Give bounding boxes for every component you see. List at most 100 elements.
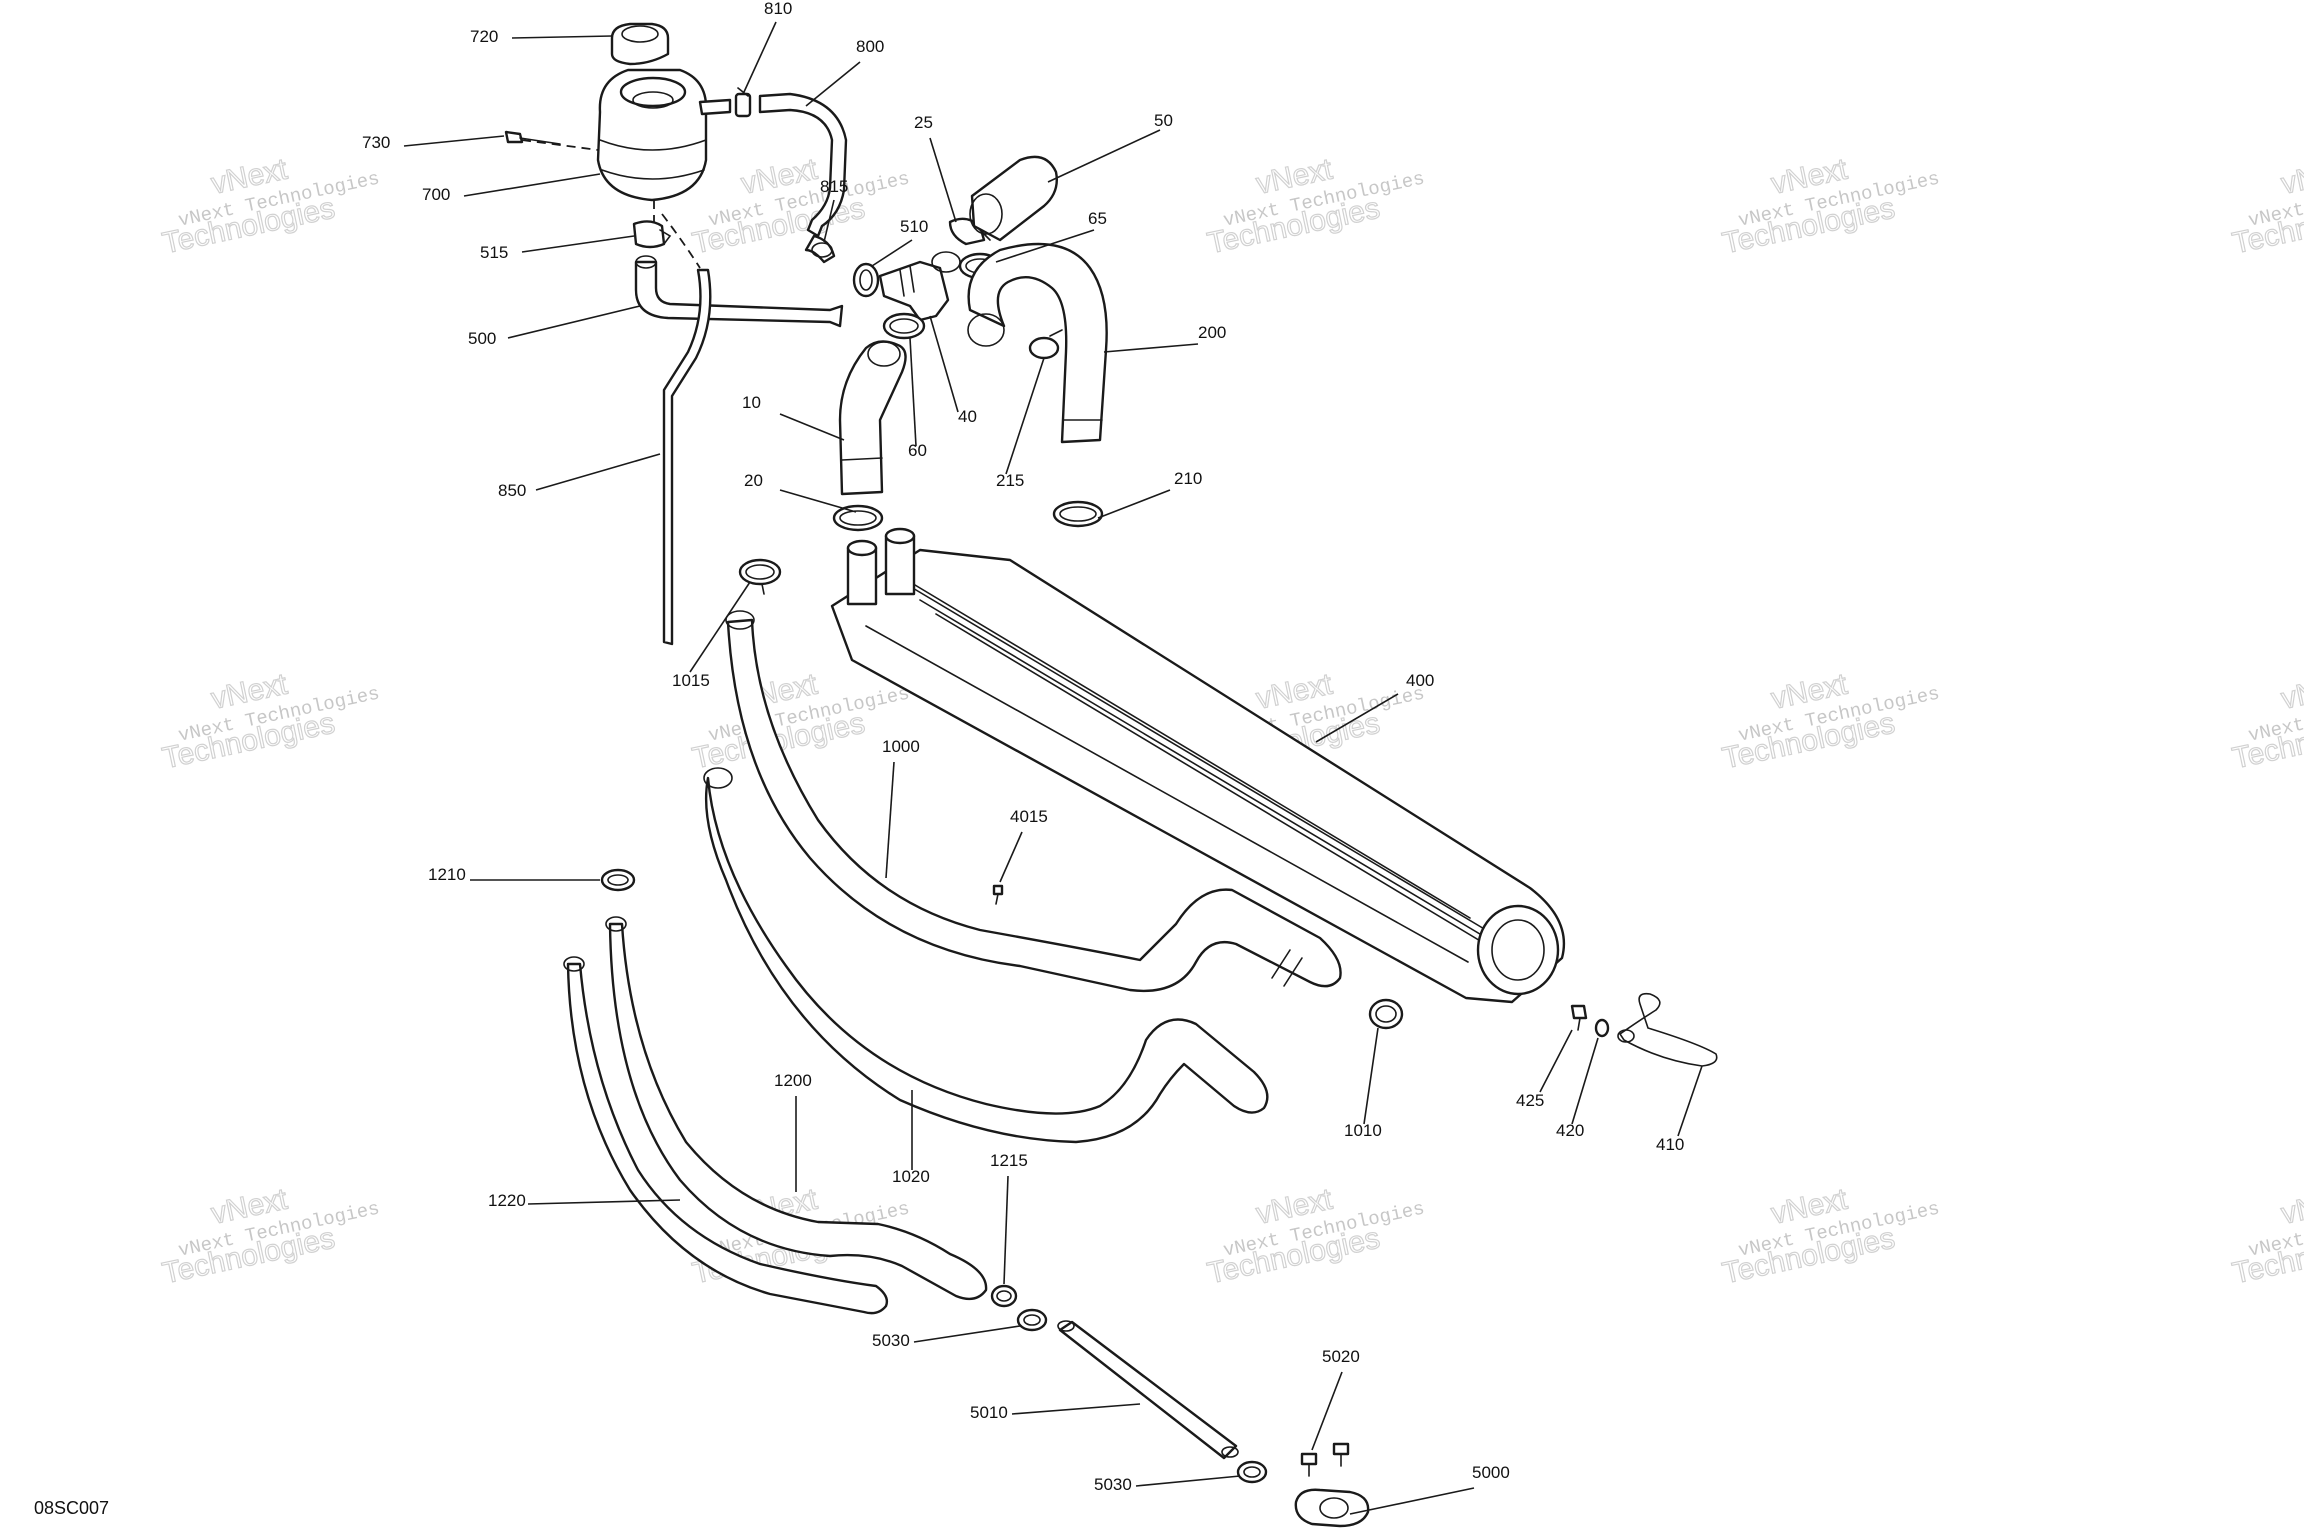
hose-clamp	[1028, 329, 1063, 360]
part-callout-215: 215	[996, 471, 1024, 490]
part-callout-720: 720	[470, 27, 498, 46]
reservoir-cap	[610, 22, 670, 66]
part-callout-210: 210	[1174, 469, 1202, 488]
part-callout-800: 800	[856, 37, 884, 56]
callout-leader-line	[1349, 1487, 1475, 1515]
part-callout-65: 65	[1088, 209, 1107, 228]
part-callout-500: 500	[468, 329, 496, 348]
part-callout-200: 200	[1198, 323, 1226, 342]
part-callout-5020: 5020	[1322, 1347, 1360, 1366]
watermark-text: vNext	[2278, 153, 2304, 201]
hose-clamp	[734, 87, 752, 118]
part-callout-40: 40	[958, 407, 977, 426]
callout-leader-line	[1315, 693, 1399, 743]
bolt	[992, 884, 1004, 905]
callout-leader-line	[805, 61, 861, 107]
hose-clamp	[738, 558, 782, 595]
part-callout-5010: 5010	[970, 1403, 1008, 1422]
coolant-reservoir	[596, 68, 732, 202]
part-callout-5030: 5030	[1094, 1475, 1132, 1494]
figure-code: 08SC007	[34, 1498, 109, 1518]
parts-layer	[504, 22, 1718, 1528]
part-callout-5030: 5030	[872, 1331, 910, 1350]
part-callout-25: 25	[914, 113, 933, 132]
hidden-line	[521, 139, 599, 151]
overflow-tube	[662, 268, 712, 646]
callout-leader-line	[779, 489, 857, 513]
callout-leader-line	[689, 581, 751, 673]
callout-leader-line	[995, 229, 1095, 263]
callout-leader-line	[1363, 1027, 1379, 1125]
part-callout-5000: 5000	[1472, 1463, 1510, 1482]
callout-leader-line	[1539, 1029, 1573, 1093]
part-callout-815: 815	[820, 177, 848, 196]
hose-clamp	[852, 262, 880, 298]
part-callout-1015: 1015	[672, 671, 710, 690]
radiator-return-hose	[725, 610, 1342, 993]
callout-leader-line	[871, 239, 913, 267]
hose-clamp	[1236, 1460, 1268, 1484]
callout-leader-line	[521, 235, 635, 253]
hose-clamp	[990, 1284, 1018, 1308]
callout-leader-line	[823, 199, 835, 243]
part-callout-510: 510	[900, 217, 928, 236]
callout-leader-line	[779, 413, 845, 441]
heater-supply-hose	[605, 916, 988, 1301]
callout-leader-line	[929, 315, 959, 413]
callout-leader-line	[535, 453, 661, 491]
radiator-inlet-hose	[838, 340, 907, 496]
part-callout-10: 10	[742, 393, 761, 412]
part-callout-20: 20	[744, 471, 763, 490]
part-callout-410: 410	[1656, 1135, 1684, 1154]
part-callout-60: 60	[908, 441, 927, 460]
callout-leader-line	[913, 1325, 1021, 1343]
callout-leader-line	[1003, 1175, 1009, 1285]
reservoir-outlet-hose	[634, 255, 844, 328]
part-callout-400: 400	[1406, 671, 1434, 690]
watermark-text: vNext	[2278, 1183, 2304, 1231]
part-callout-700: 700	[422, 185, 450, 204]
mounting-screw	[504, 130, 561, 145]
bolt	[1570, 1004, 1588, 1031]
callout-leader-line	[929, 137, 957, 223]
heater-u-hose	[967, 242, 1108, 444]
part-callout-810: 810	[764, 0, 792, 18]
callout-leader-line	[1103, 343, 1199, 353]
hidden-line	[661, 213, 701, 269]
part-callout-515: 515	[480, 243, 508, 262]
callout-leader-line	[1047, 129, 1161, 183]
hose-clamp	[1016, 1308, 1048, 1332]
coolant-tube	[1057, 1320, 1239, 1460]
hose-clamp	[882, 312, 926, 340]
hose-clamp	[632, 220, 672, 249]
callout-leader-line	[743, 21, 777, 93]
callout-leader-line	[403, 135, 505, 147]
watermark-text: vNext	[2278, 668, 2304, 716]
callout-leader-line	[511, 35, 613, 39]
part-callout-425: 425	[1516, 1091, 1544, 1110]
callout-leader-line	[507, 305, 641, 339]
heater-return-hose	[563, 956, 889, 1315]
callout-leader-line	[463, 173, 601, 197]
hose-clamp	[600, 868, 636, 892]
radiator-supply-hose	[703, 767, 1269, 1144]
part-callout-1200: 1200	[774, 1071, 812, 1090]
callout-leader-line	[885, 761, 895, 879]
part-callout-1010: 1010	[1344, 1121, 1382, 1140]
part-callout-730: 730	[362, 133, 390, 152]
part-callout-1000: 1000	[882, 737, 920, 756]
hose-clamp	[1368, 998, 1404, 1030]
callout-leader-line	[999, 831, 1023, 883]
